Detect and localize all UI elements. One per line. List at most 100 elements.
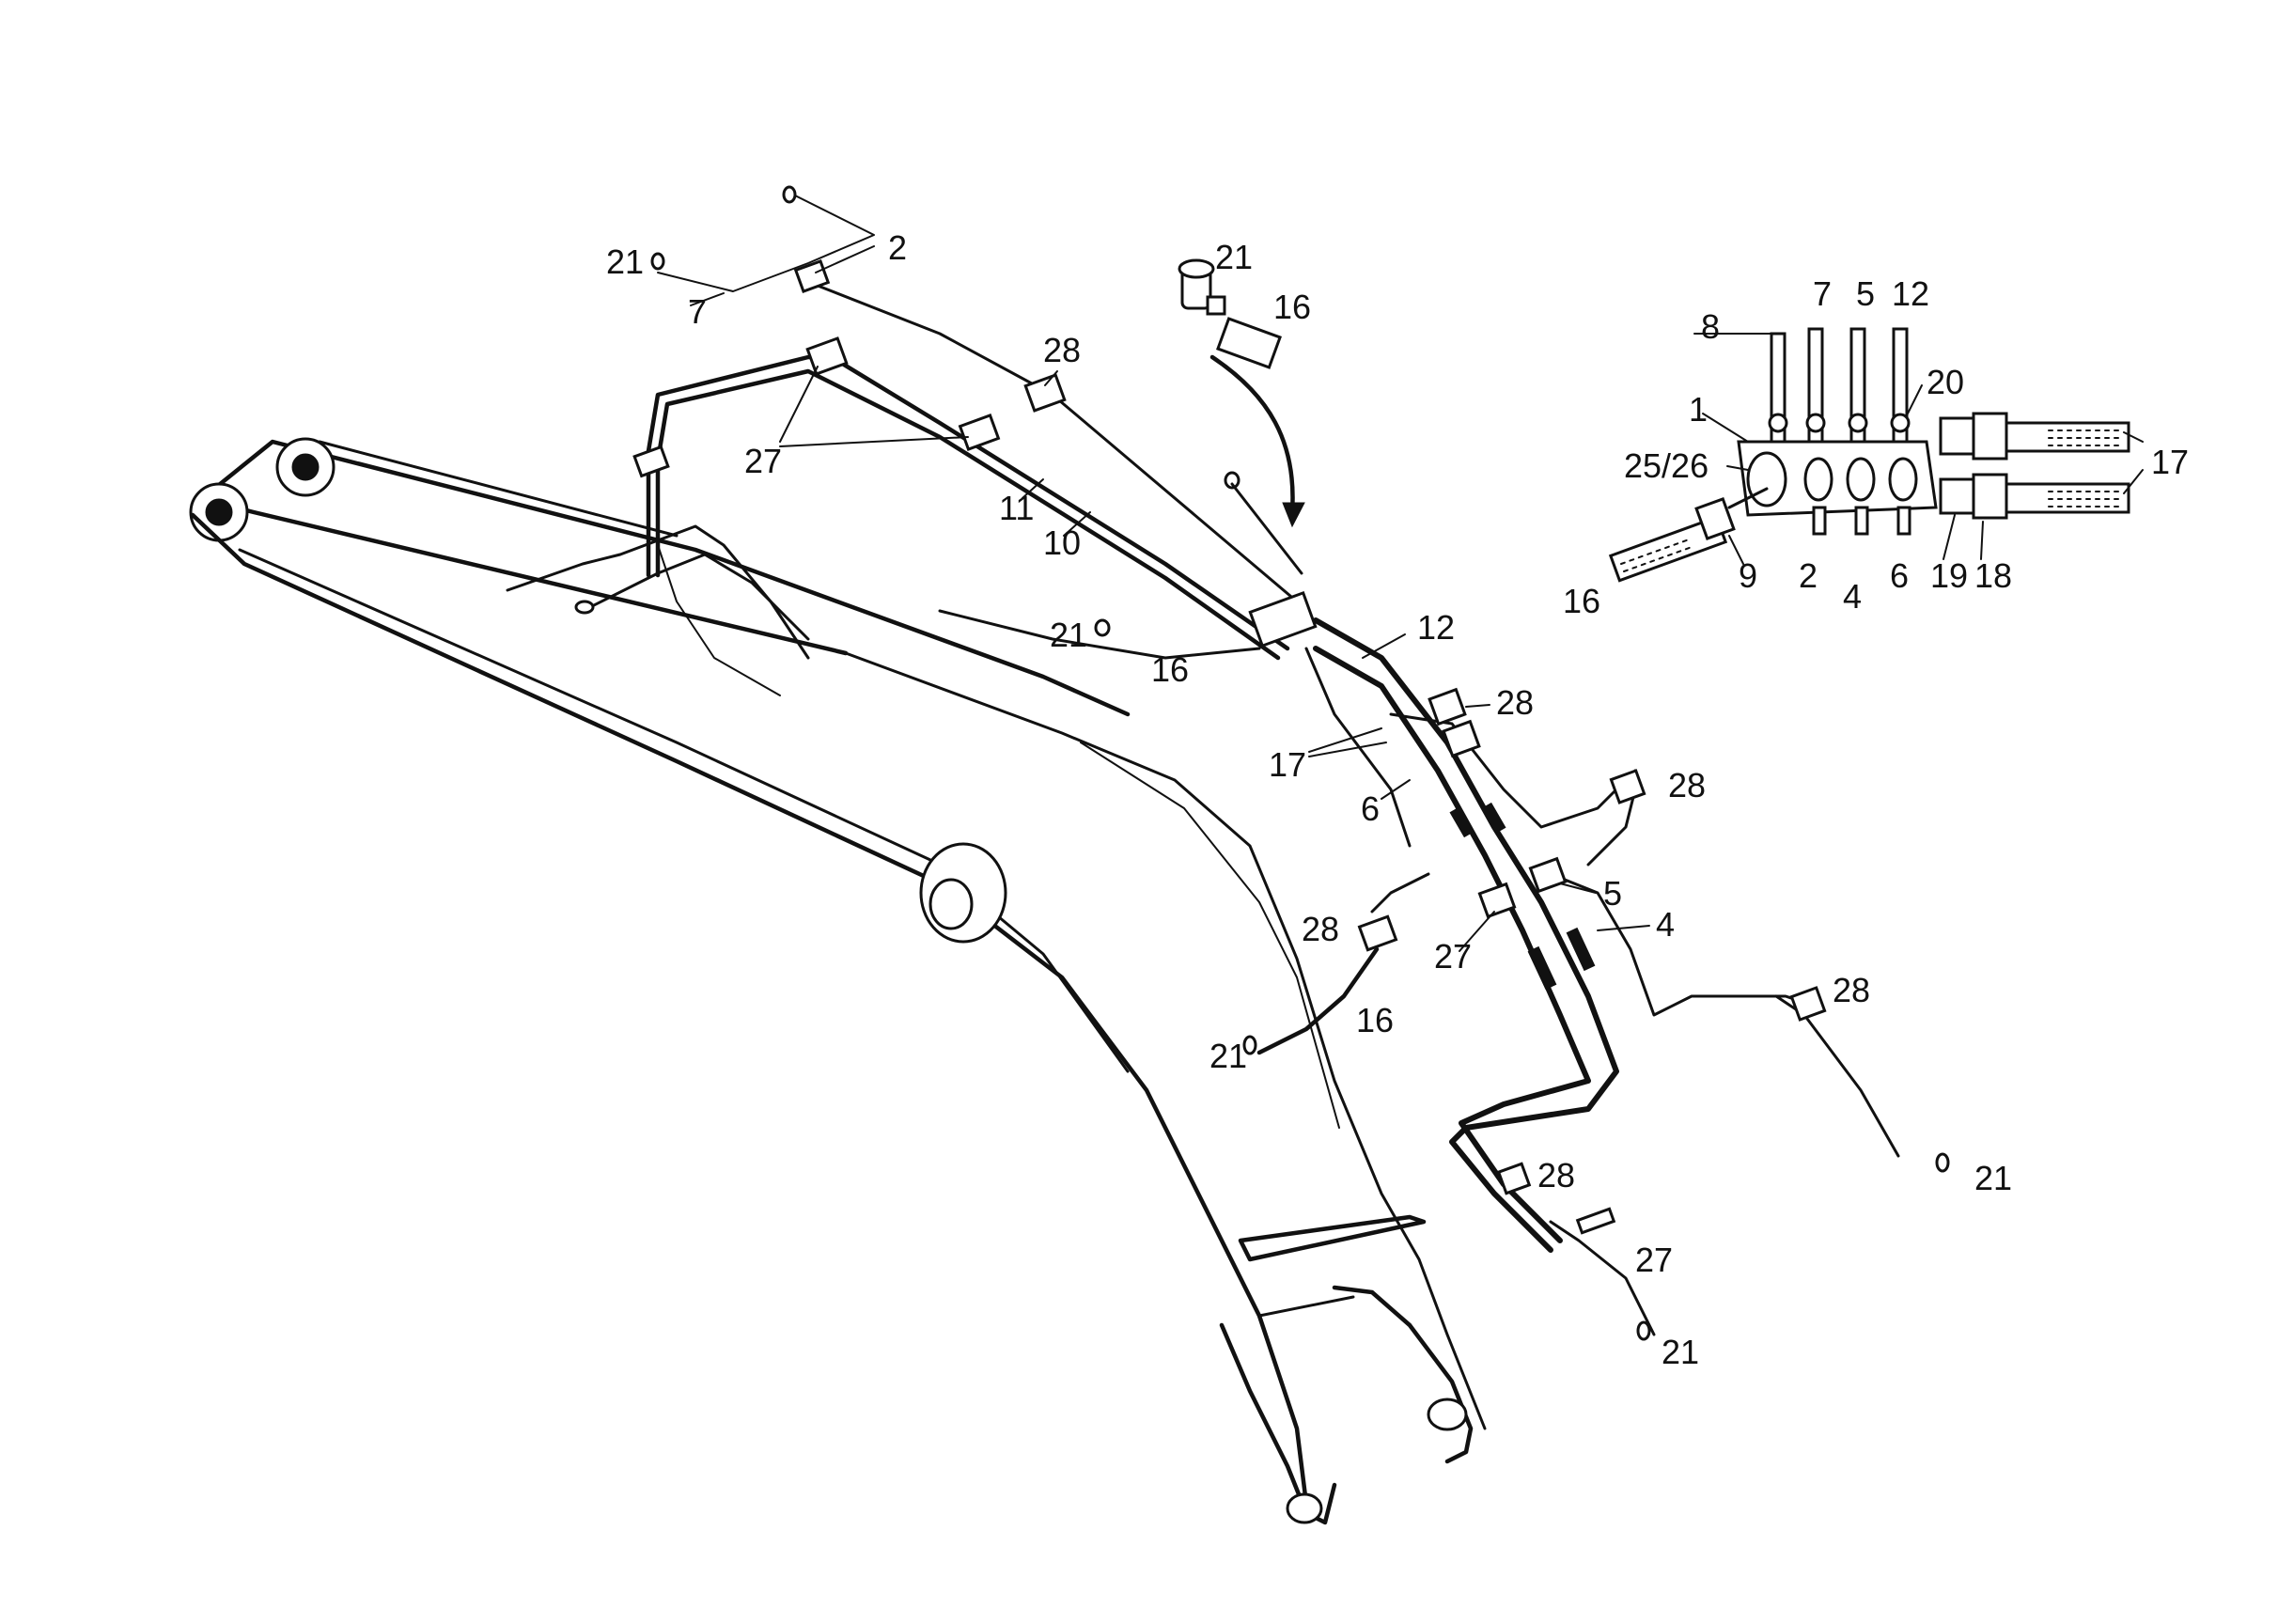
hose-route-right-upper xyxy=(1389,712,1637,829)
callout-label-c-28-bot: 28 xyxy=(1537,1156,1575,1195)
boom-top-edge xyxy=(211,439,1131,717)
coupling-a xyxy=(1527,945,1557,991)
leader-10 xyxy=(1063,511,1091,537)
cap-21-top xyxy=(650,252,665,271)
callout-label-c-4-mid: 4 xyxy=(1656,905,1675,944)
fitting-21-port xyxy=(1206,295,1226,316)
boom-nose-upper-lug xyxy=(1332,1285,1474,1464)
callout-label-c-6-mid: 6 xyxy=(1361,789,1380,828)
rear-pivot-pin-lower xyxy=(205,498,233,526)
riser-line xyxy=(1230,482,1303,575)
clamp-28-mid-b xyxy=(1442,719,1481,758)
valve-port-2 xyxy=(1803,457,1833,502)
coupling-b xyxy=(1566,927,1596,972)
leader-12-mid xyxy=(1362,633,1406,659)
clamp-28-left xyxy=(1357,914,1398,952)
cap-21-bot xyxy=(1636,1320,1651,1341)
callout-label-c-5-mid: 5 xyxy=(1603,874,1622,913)
clamp-28-top xyxy=(1023,373,1067,413)
assembly-arrow-head xyxy=(1282,502,1305,528)
callout-label-c-27-top: 27 xyxy=(744,442,782,480)
valve-fitting-18 xyxy=(1972,473,2008,520)
fittings xyxy=(650,185,1950,1341)
callout-label-c-28-top: 28 xyxy=(1043,331,1081,369)
callout-label-c-28-left: 28 xyxy=(1302,910,1339,948)
fitting-16-nut xyxy=(1216,317,1282,369)
coupling-d xyxy=(1449,806,1474,838)
clamp-27-a xyxy=(805,336,849,376)
callout-label-c-16-fit: 16 xyxy=(1273,288,1311,326)
callout-labels: 2217211628271110211612281762854282716212… xyxy=(606,228,2189,1371)
callout-label-c-27-mid: 27 xyxy=(1434,937,1472,976)
leader-17-mid xyxy=(1308,727,1387,757)
leader-20-blk xyxy=(1907,384,1923,414)
leader-2-top xyxy=(815,245,875,273)
callout-label-c-21-low: 21 xyxy=(1209,1037,1247,1075)
valve-fitting-20b xyxy=(1972,412,2008,461)
nose-pin-upper xyxy=(1427,1398,1468,1431)
hose-route-10 xyxy=(646,354,1290,651)
leader-27-mid xyxy=(1459,911,1495,952)
callout-label-c-4-blk: 4 xyxy=(1843,577,1862,616)
callout-label-c-21-far: 21 xyxy=(1974,1159,2012,1197)
clamp-27-mid xyxy=(1477,882,1517,919)
cradle-rib-2 xyxy=(581,553,810,641)
leader-28-top xyxy=(1044,370,1058,386)
valve-port-7 xyxy=(1805,413,1826,433)
valve-tube-12 xyxy=(1892,327,1909,444)
callout-label-c-19-blk: 19 xyxy=(1930,556,1968,595)
hose-16-nut xyxy=(1694,496,1736,541)
boom-lower-edge xyxy=(190,512,1309,1507)
boom-arm xyxy=(189,437,1487,1525)
callout-label-c-20-blk: 20 xyxy=(1927,363,1964,401)
callout-label-c-11: 11 xyxy=(999,489,1034,527)
clamp-5 xyxy=(1528,856,1568,894)
hose-16-texture xyxy=(1620,538,1695,572)
valve-stub-2 xyxy=(1812,506,1827,536)
callout-label-c-7-blk: 7 xyxy=(1813,274,1832,313)
callout-label-c-8-blk: 8 xyxy=(1701,307,1720,346)
valve-fitting-20a xyxy=(1939,416,1975,456)
hose-17-texture xyxy=(2048,429,2125,508)
callout-label-c-28-mid: 28 xyxy=(1496,683,1534,722)
hose-route-main-b xyxy=(1313,646,1591,1243)
clamp-28-far xyxy=(1789,986,1827,1022)
hose-right-far xyxy=(1774,994,1900,1158)
boom-lower-inner xyxy=(238,548,1130,1073)
callout-label-c-12-mid: 12 xyxy=(1417,608,1455,647)
valve-block xyxy=(1608,327,2130,583)
callout-label-c-16-mid: 16 xyxy=(1151,650,1189,689)
leader-19-18-blk xyxy=(1943,514,1984,560)
leader-11 xyxy=(1022,478,1044,499)
clamp-top xyxy=(793,259,831,293)
callout-label-c-10: 10 xyxy=(1043,523,1081,562)
callout-label-c-17-mid: 17 xyxy=(1269,745,1306,784)
valve-tube-7 xyxy=(1807,327,1824,444)
callout-label-c-2-blk: 2 xyxy=(1799,556,1818,595)
callout-label-c-16-low: 16 xyxy=(1356,1001,1394,1039)
hose-16-top xyxy=(938,609,1261,660)
coupling-c xyxy=(1482,802,1506,834)
hose-bottom xyxy=(1549,1220,1656,1336)
callout-label-c-28-far: 28 xyxy=(1833,971,1870,1009)
hose-16-mid-a xyxy=(1370,872,1430,914)
clamps xyxy=(632,259,1827,1235)
boom-top-inner xyxy=(280,440,679,538)
clamp-28-mid-a xyxy=(1428,687,1467,726)
callout-label-c-2-top: 2 xyxy=(888,228,907,267)
hose-route-main-a xyxy=(1313,617,1619,1253)
cap-top xyxy=(782,185,797,204)
leader-lines xyxy=(690,245,2144,952)
leader-27-top xyxy=(779,366,969,447)
fitting-21-cap xyxy=(1178,258,1215,279)
leader-9-blk xyxy=(1728,535,1744,565)
cap-riser xyxy=(1224,471,1240,490)
boom-nose-crossbar xyxy=(1238,1214,1427,1262)
cap-21-far xyxy=(1935,1152,1950,1173)
boom-mid-boss-bore xyxy=(928,878,974,930)
callout-label-c-27-bot: 27 xyxy=(1635,1241,1673,1279)
leader-4-mid xyxy=(1597,925,1650,931)
nose-pin-lower xyxy=(1286,1492,1323,1524)
